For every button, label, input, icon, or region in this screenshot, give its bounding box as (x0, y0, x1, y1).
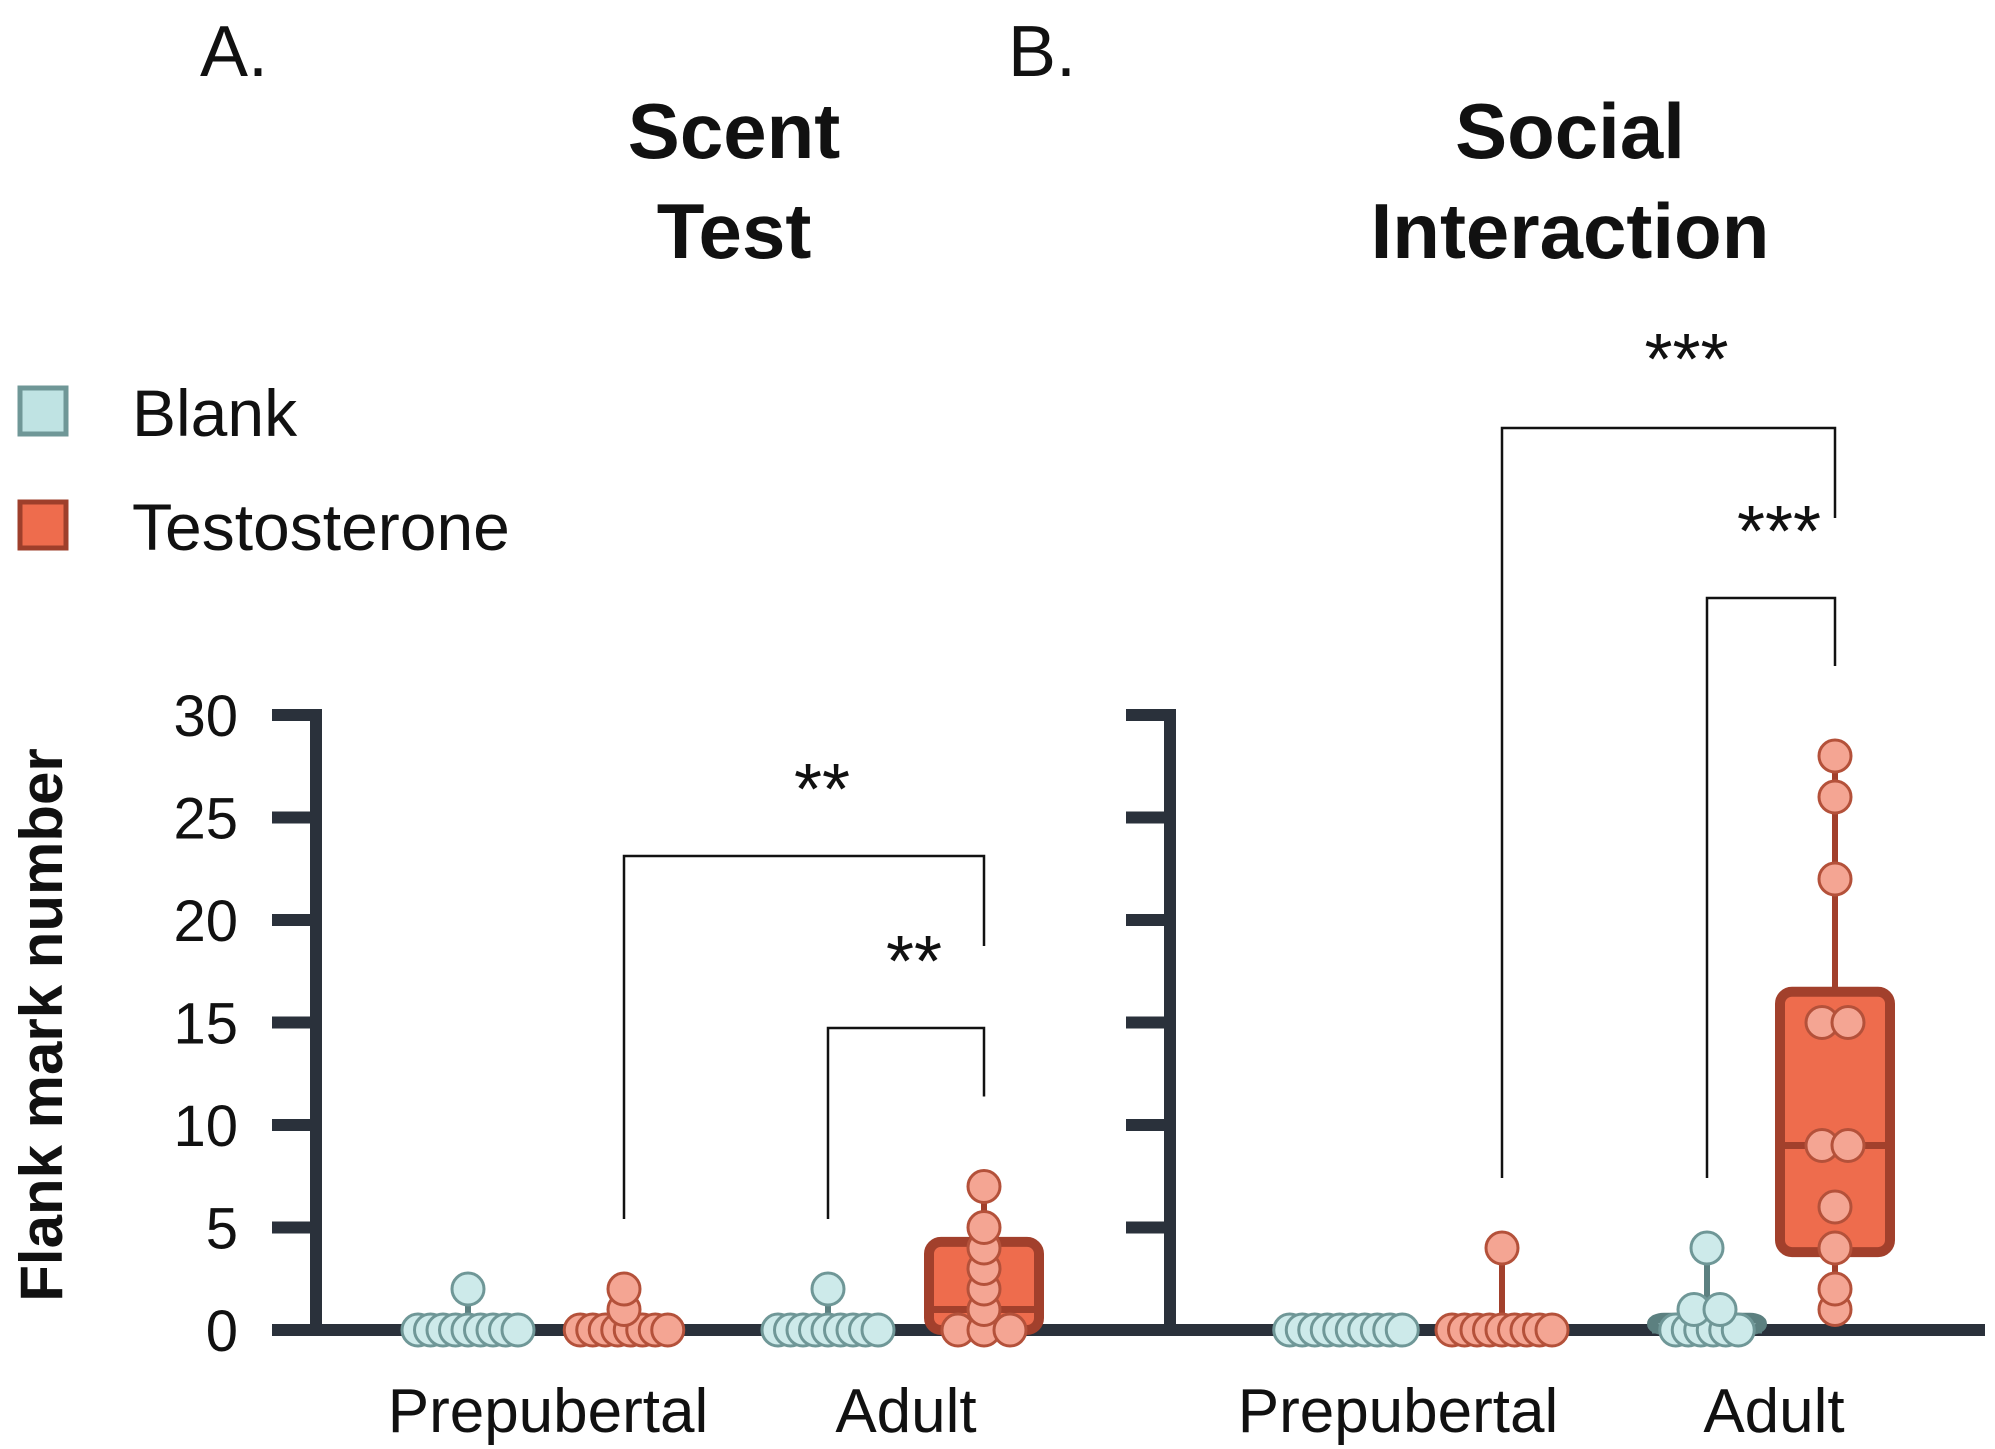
data-point (966, 1210, 1002, 1245)
data-point (860, 1312, 896, 1348)
panel-title-line: Test (657, 187, 812, 275)
significance-label: *** (1644, 320, 1728, 400)
data-point (1817, 1271, 1853, 1307)
legend-swatch (17, 499, 69, 551)
data-point (1689, 1230, 1725, 1266)
y-tick-label: 5 (206, 1197, 238, 1262)
data-point (1484, 1230, 1520, 1266)
significance-bracket (826, 1026, 986, 1219)
legend-swatch (17, 385, 69, 437)
data-point (810, 1271, 846, 1307)
data-point (992, 1312, 1028, 1348)
panel-letter: A. (200, 12, 268, 92)
y-tick-label: 20 (173, 889, 238, 954)
data-point (1817, 779, 1853, 815)
data-point (1830, 1005, 1866, 1040)
points-layer (400, 738, 1866, 1348)
significance-bracket (622, 854, 986, 1219)
data-point (1384, 1312, 1420, 1348)
y-tick-label: 15 (173, 992, 238, 1057)
data-point (606, 1271, 642, 1307)
panel-title-line: Social (1455, 87, 1685, 175)
data-point (966, 1169, 1002, 1204)
y-tick-label: 30 (173, 684, 238, 749)
axes-layer (272, 709, 1985, 1336)
data-point (500, 1312, 536, 1348)
significance-bracket (1705, 596, 1837, 1178)
x-category-label: Prepubertal (388, 1377, 709, 1446)
data-point (650, 1312, 686, 1348)
y-axis-label: Flank mark number (8, 748, 75, 1302)
y-tick-label: 10 (173, 1094, 238, 1159)
significance-label: ** (794, 750, 850, 830)
significance-label: *** (1737, 492, 1821, 572)
x-category-label: Prepubertal (1238, 1377, 1559, 1446)
legend-label: Testosterone (132, 490, 510, 564)
legend-label: Blank (132, 376, 298, 450)
panel-title-line: Interaction (1371, 187, 1770, 275)
x-category-label: Adult (1703, 1377, 1844, 1446)
data-point (1830, 1128, 1866, 1163)
data-point (1702, 1292, 1738, 1327)
data-point (1817, 861, 1853, 897)
significance-bracket (1500, 426, 1837, 1178)
panel-title-line: Scent (628, 87, 840, 175)
y-tick-label: 0 (206, 1299, 238, 1364)
data-point (1817, 738, 1853, 774)
data-point (1534, 1312, 1570, 1348)
y-tick-label: 25 (173, 787, 238, 852)
data-point (450, 1271, 486, 1307)
data-point (1817, 1230, 1853, 1266)
x-category-label: Adult (835, 1377, 976, 1446)
significance-label: ** (886, 922, 942, 1002)
panel-letter: B. (1008, 12, 1076, 92)
data-point (1817, 1189, 1853, 1225)
